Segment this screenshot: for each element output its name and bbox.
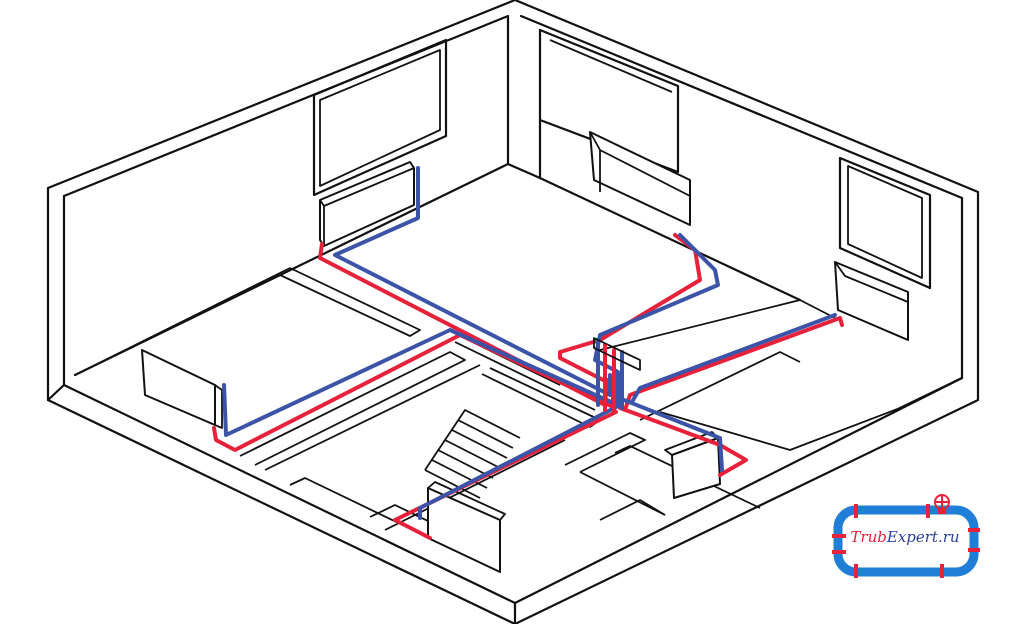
manifold xyxy=(593,337,641,414)
radiator-north-left xyxy=(319,161,415,247)
radiator-west xyxy=(141,349,216,426)
windows xyxy=(312,28,932,290)
logo-text: TrubExpert.ru xyxy=(830,528,980,546)
radiator-south-center xyxy=(427,487,501,573)
trubexpert-logo: TrubExpert.ru xyxy=(830,494,980,580)
valve-icon xyxy=(934,494,950,514)
radiator-south-right xyxy=(671,437,721,499)
radiators xyxy=(141,131,909,573)
outer-walls xyxy=(46,0,980,626)
logo-text-trub: Trub xyxy=(850,528,887,546)
logo-pipe-frame xyxy=(832,494,980,578)
radiator-east xyxy=(834,261,909,341)
radiator-north-right xyxy=(589,131,691,226)
logo-text-expert: Expert.ru xyxy=(886,528,960,546)
return-pipes xyxy=(222,166,837,520)
